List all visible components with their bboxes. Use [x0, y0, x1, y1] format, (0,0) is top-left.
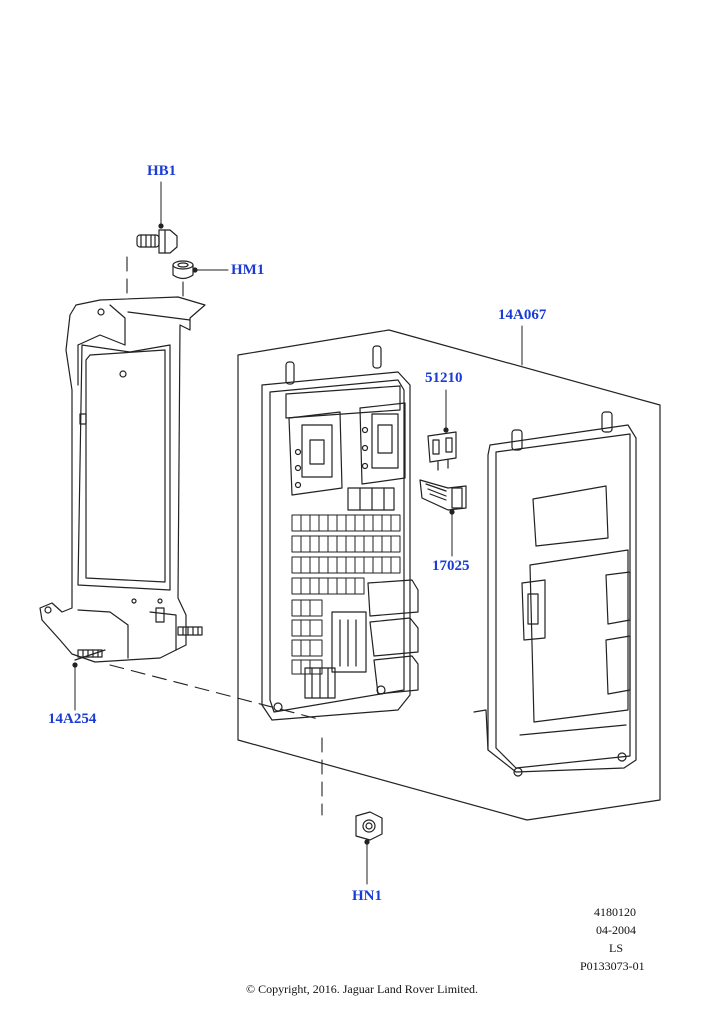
- callout-14a254[interactable]: 14A254: [48, 711, 97, 727]
- part-reference: P0133073-01: [580, 959, 645, 973]
- copyright-notice: © Copyright, 2016. Jaguar Land Rover Lim…: [245, 982, 479, 996]
- bracket-14a254: [39, 296, 206, 668]
- callout-hn1[interactable]: HN1: [352, 888, 382, 904]
- callout-14a067[interactable]: 14A067: [498, 307, 547, 323]
- leader-lines: [74, 181, 523, 885]
- drawing-code: LS: [609, 941, 624, 955]
- assembly-outline-box: [237, 329, 661, 821]
- callout-51210[interactable]: 51210: [425, 370, 463, 386]
- fuse-puller-17025: [419, 479, 467, 515]
- module-14a067: [473, 411, 637, 777]
- fuse-box-main: [261, 345, 419, 721]
- fuse-grid: [291, 514, 401, 675]
- bolt-hb1: [136, 223, 178, 254]
- fuse-51210: [427, 427, 457, 471]
- callout-17025[interactable]: 17025: [432, 558, 470, 574]
- drawing-date: 04-2004: [596, 923, 636, 937]
- callout-hm1[interactable]: HM1: [231, 262, 265, 278]
- drawing-number: 4180120: [594, 905, 636, 919]
- callout-hb1[interactable]: HB1: [147, 163, 177, 179]
- nut-hn1: [355, 811, 383, 845]
- nut-hm1: [172, 260, 198, 280]
- assembly-dashed-lines: [109, 256, 323, 816]
